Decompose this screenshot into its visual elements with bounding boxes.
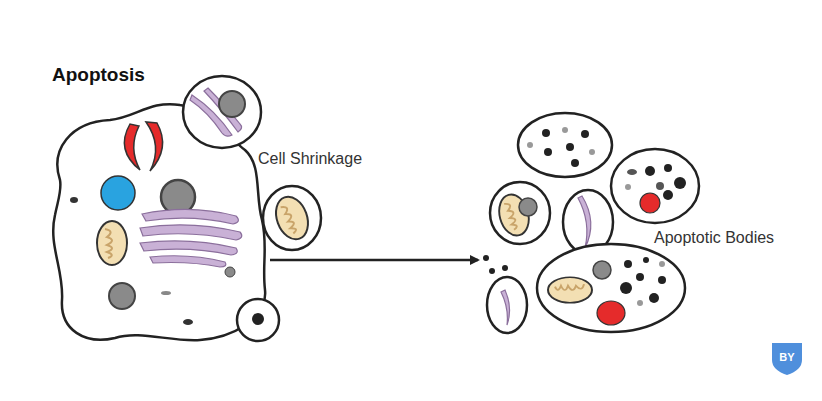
diagram-title: Apoptosis (52, 64, 145, 86)
logo-text: BY (779, 351, 794, 363)
logo-shield (772, 343, 802, 375)
apoptotic-bodies (483, 113, 699, 333)
stage-label: Cell Shrinkage (258, 150, 362, 168)
stage-label: Apoptotic Bodies (654, 229, 774, 247)
process-arrow (270, 259, 478, 262)
budding-fragments (183, 76, 321, 341)
